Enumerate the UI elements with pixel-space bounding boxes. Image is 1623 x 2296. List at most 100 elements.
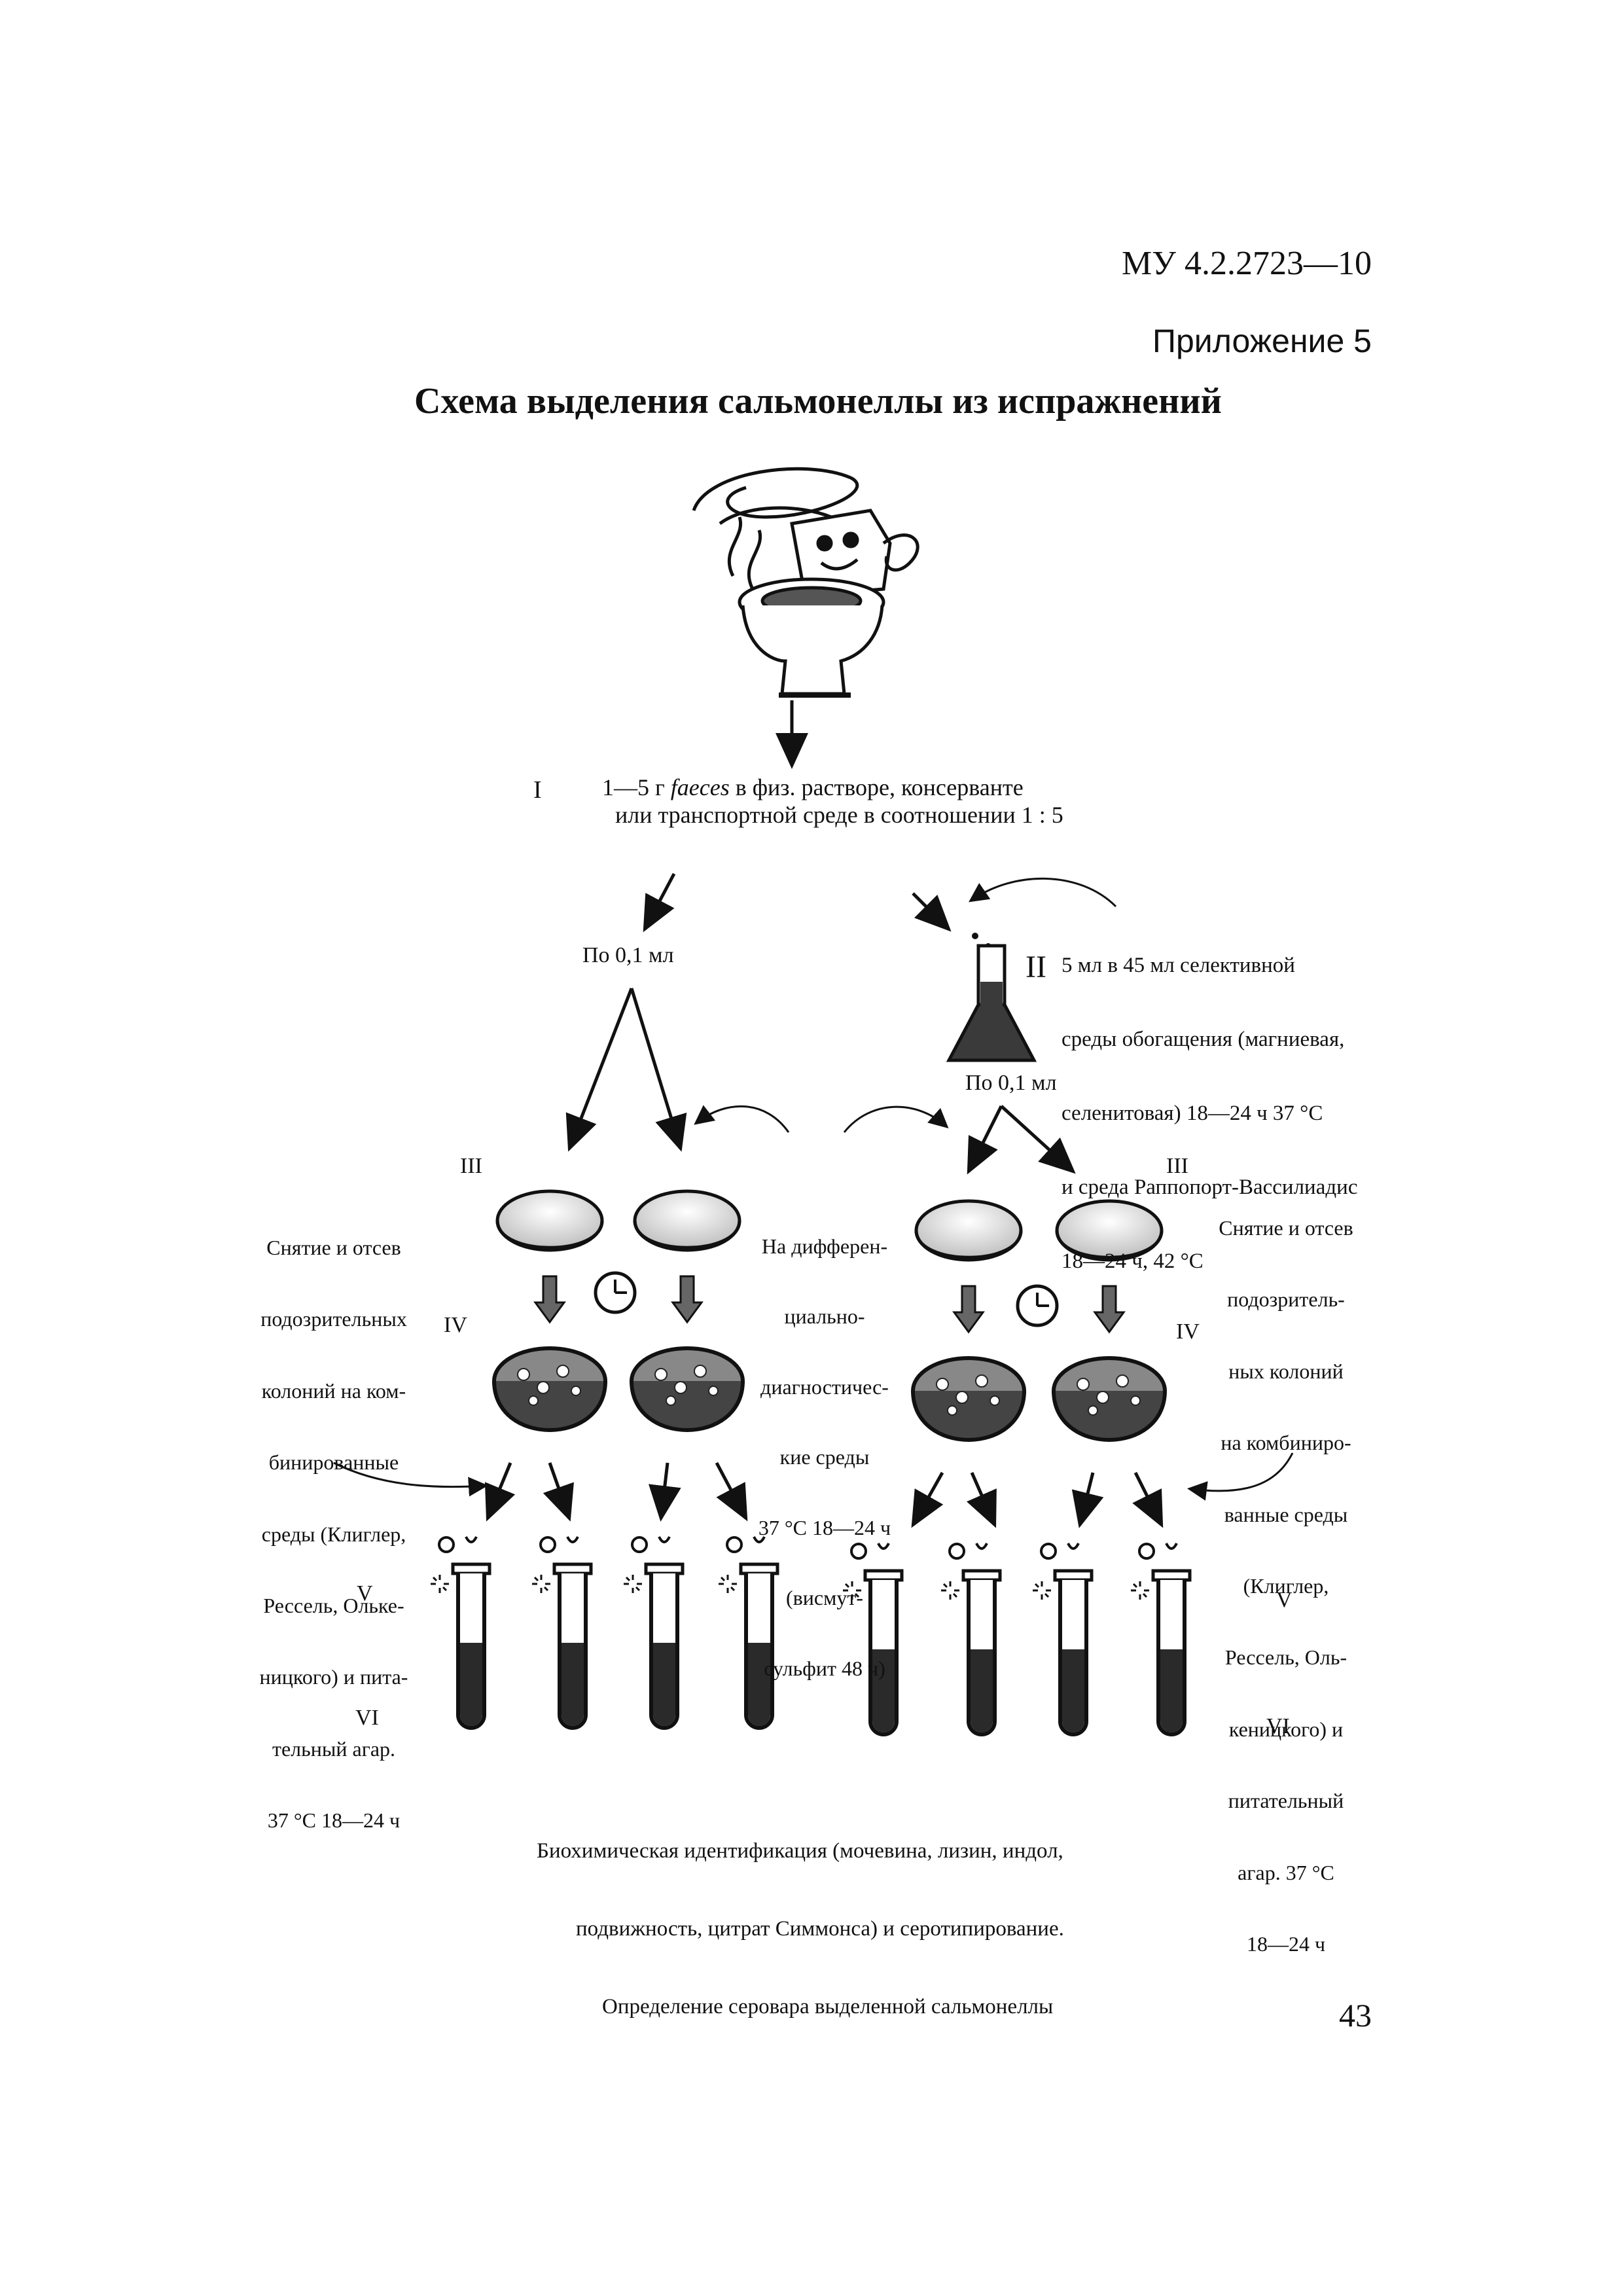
- center-line: На дифферен-: [761, 1234, 888, 1258]
- center-line: сульфит 48 ч): [764, 1656, 885, 1680]
- enrichment-description: 5 мл в 45 мл селективной среды обогащени…: [1061, 905, 1357, 1299]
- petri-dish-icon: [492, 1346, 607, 1432]
- right-line: питательный: [1228, 1789, 1344, 1813]
- step1-line1-suffix: в физ. растворе, консерванте: [729, 774, 1024, 800]
- arrow-icon: [715, 1462, 748, 1522]
- aliquot-left-label: По 0,1 мл: [582, 943, 674, 967]
- arrow-icon: [843, 1105, 949, 1133]
- left-line: бинированные: [268, 1450, 399, 1475]
- left-line: подозрительных: [260, 1307, 407, 1331]
- arrow-icon: [1000, 1105, 1076, 1174]
- enrichment-line: и среда Раппопорт-Вассилиадис: [1061, 1175, 1358, 1199]
- enrichment-line: 18—24 ч, 42 °С: [1061, 1249, 1204, 1273]
- toilet-illustration: [692, 467, 919, 698]
- arrow-icon: [643, 872, 676, 933]
- step1-description: 1—5 г faeces в физ. растворе, консервант…: [602, 774, 1063, 829]
- arrow-icon: [543, 1462, 574, 1522]
- arrow-icon: [630, 988, 687, 1152]
- enrichment-line: 5 мл в 45 мл селективной: [1061, 954, 1295, 978]
- right-line: Снятие и отсев: [1219, 1215, 1353, 1240]
- test-tube-icon: [1131, 1543, 1192, 1736]
- left-subculture-description: Снятие и отсев подозрительных колоний на…: [242, 1188, 425, 1856]
- arrow-icon: [484, 1462, 516, 1522]
- step-label-V-left: V: [357, 1581, 373, 1605]
- test-tube-icon: [431, 1536, 491, 1730]
- left-line: Рессель, Ольке-: [263, 1593, 404, 1617]
- step1-line1-italic: faeces: [670, 774, 730, 800]
- clock-icon: [594, 1271, 637, 1314]
- test-tube-icon: [719, 1536, 779, 1730]
- step-label-III-left: III: [460, 1154, 482, 1178]
- step-label-V-right: V: [1276, 1588, 1293, 1612]
- left-line: 37 °С 18—24 ч: [267, 1808, 401, 1833]
- step-label-IV-right: IV: [1176, 1319, 1200, 1344]
- step1-line1-prefix: 1—5 г: [602, 774, 671, 800]
- right-line: на комбиниро-: [1221, 1431, 1351, 1455]
- step-label-I: I: [533, 776, 542, 804]
- left-line: среды (Клиглер,: [261, 1522, 406, 1546]
- center-line: циально-: [784, 1304, 865, 1329]
- arrow-icon: [911, 1471, 944, 1528]
- arrow-icon: [1132, 1471, 1164, 1528]
- step1-line2: или транспортной среде в соотношении 1 :…: [615, 802, 1063, 829]
- test-tube-icon: [843, 1543, 904, 1736]
- left-line: Снятие и отсев: [266, 1235, 401, 1259]
- petri-dish-icon: [633, 1189, 741, 1252]
- flask-icon: [946, 944, 1037, 1062]
- petri-dish-icon: [1052, 1356, 1167, 1442]
- doc-number: МУ 4.2.2723—10: [1121, 245, 1372, 282]
- differential-media-description: На дифферен- циально- диагностичес- кие …: [746, 1188, 903, 1704]
- right-line: ных колоний: [1228, 1359, 1344, 1383]
- right-line: агар. 37 °С: [1238, 1860, 1334, 1884]
- step-label-III-right: III: [1166, 1154, 1188, 1178]
- test-tube-icon: [624, 1536, 685, 1730]
- center-line: 37 °С 18—24 ч: [758, 1515, 891, 1539]
- arrow-icon: [533, 1275, 1126, 1334]
- bottom-line: подвижность, цитрат Симмонса) и серотипи…: [576, 1916, 1064, 1941]
- petri-dish-icon: [495, 1189, 604, 1252]
- aliquot-right-label: По 0,1 мл: [965, 1071, 1057, 1095]
- right-line: ванные среды: [1224, 1502, 1348, 1526]
- petri-dish-icon: [914, 1199, 1023, 1262]
- arrow-icon: [912, 892, 952, 932]
- identification-description: Биохимическая идентификация (мочевина, л…: [537, 1787, 1064, 2046]
- arrow-icon: [1187, 1452, 1294, 1501]
- right-line: 18—24 ч: [1246, 1932, 1326, 1956]
- test-tube-icon: [1033, 1543, 1094, 1736]
- right-subculture-description: Снятие и отсев подозритель- ных колоний …: [1204, 1168, 1368, 1980]
- page-title: Схема выделения сальмонеллы из испражнен…: [414, 381, 1222, 422]
- arrow-icon: [565, 988, 633, 1152]
- step-label-VI-right: VI: [1266, 1714, 1290, 1738]
- step-label-VI-left: VI: [355, 1706, 379, 1730]
- left-line: колоний на ком-: [261, 1378, 406, 1403]
- appendix-label: Приложение 5: [1152, 323, 1372, 359]
- page-number: 43: [1339, 1997, 1372, 2034]
- test-tube-icon: [941, 1543, 1002, 1736]
- center-line: диагностичес-: [760, 1374, 889, 1399]
- bottom-line: Определение серовара выделенной сальмоне…: [602, 1994, 1054, 2018]
- left-line: ницкого) и пита-: [259, 1665, 408, 1689]
- center-line: (висмут-: [786, 1586, 863, 1610]
- petri-dish-icon: [1055, 1199, 1164, 1262]
- left-line: тельный агар.: [272, 1736, 396, 1761]
- enrichment-line: среды обогащения (магниевая,: [1061, 1028, 1345, 1052]
- right-line: (Клиглер,: [1243, 1573, 1329, 1598]
- arrow-icon: [967, 1105, 1003, 1175]
- petri-dish-icon: [630, 1346, 745, 1432]
- right-line: подозритель-: [1227, 1287, 1345, 1312]
- step-label-II: II: [1026, 950, 1046, 984]
- arrow-icon: [694, 1105, 790, 1133]
- arrow-icon: [333, 1462, 488, 1497]
- arrow-icon: [649, 1462, 681, 1522]
- center-line: кие среды: [779, 1445, 870, 1469]
- clock-icon: [1016, 1284, 1059, 1327]
- arrow-icon: [969, 877, 1117, 908]
- petri-dish-icon: [911, 1356, 1026, 1442]
- test-tube-icon: [532, 1536, 593, 1730]
- right-line: кеницкого) и: [1228, 1717, 1344, 1741]
- right-line: Рессель, Оль-: [1224, 1645, 1347, 1670]
- enrichment-line: селенитовая) 18—24 ч 37 °С: [1061, 1101, 1323, 1125]
- arrow-icon: [1071, 1472, 1104, 1528]
- arrow-icon: [967, 1471, 997, 1528]
